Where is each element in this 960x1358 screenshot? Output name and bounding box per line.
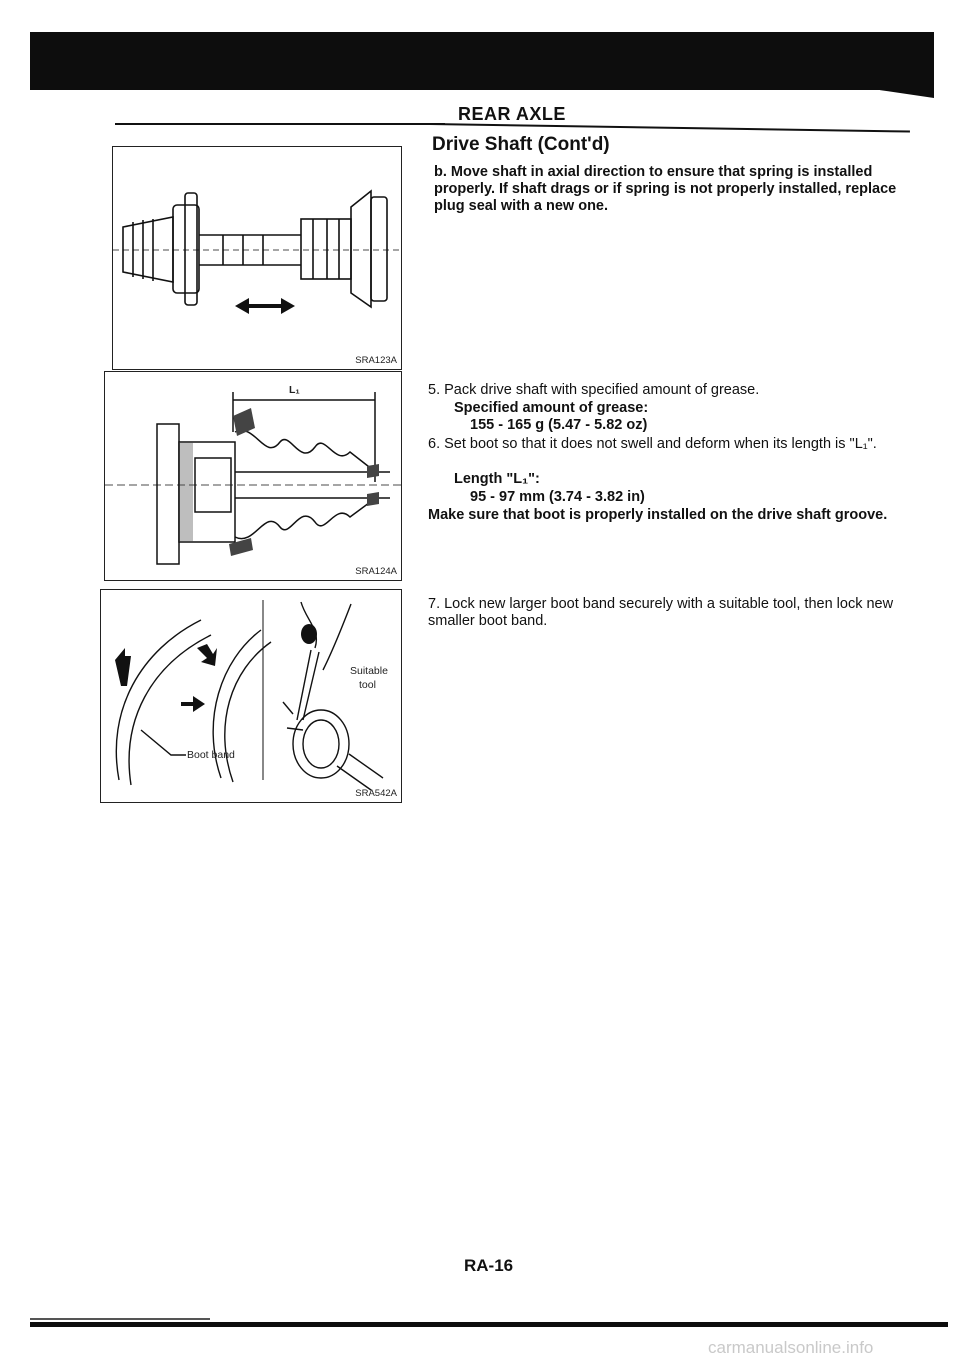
boot-band-label: Boot band bbox=[187, 749, 235, 761]
watermark: carmanualsonline.info bbox=[708, 1338, 874, 1357]
boot-length-diagram bbox=[105, 392, 401, 565]
figure-code: SRA123A bbox=[355, 355, 397, 366]
title-rule-left bbox=[115, 123, 445, 125]
section-title: REAR AXLE bbox=[458, 104, 566, 124]
tool-label-line2: tool bbox=[359, 679, 376, 691]
figure-sra124a: L₁ SRA124A bbox=[104, 371, 402, 581]
step-6-spec-value: 95 - 97 mm (3.74 - 3.82 in) bbox=[470, 489, 645, 505]
figure-code: SRA124A bbox=[355, 566, 397, 577]
step-6: 6. Set boot so that it does not swell an… bbox=[428, 436, 877, 452]
tool-label-line1: Suitable bbox=[350, 665, 388, 677]
footer-bar bbox=[30, 1322, 948, 1327]
footer-rule-thin bbox=[30, 1318, 210, 1320]
header-bar-tail bbox=[880, 32, 934, 98]
step-5: 5. Pack drive shaft with specified amoun… bbox=[428, 382, 760, 398]
header-bar bbox=[30, 32, 934, 90]
figure-sra123a: SRA123A bbox=[112, 146, 402, 370]
step-7: 7. Lock new larger boot band securely wi… bbox=[428, 596, 894, 629]
page-subtitle: Drive Shaft (Cont'd) bbox=[432, 134, 610, 155]
dimension-label: L₁ bbox=[289, 384, 300, 396]
boot-band-diagram bbox=[115, 600, 384, 791]
step-5-spec-value: 155 - 165 g (5.47 - 5.82 oz) bbox=[470, 417, 648, 433]
page-number: RA-16 bbox=[464, 1256, 514, 1275]
figure-code: SRA542A bbox=[355, 788, 397, 799]
shaft-axial-diagram bbox=[113, 189, 401, 314]
step-6-spec-label: Length "L₁": bbox=[454, 471, 540, 487]
step-6-note: Make sure that boot is properly installe… bbox=[428, 507, 888, 523]
step-b: b. Move shaft in axial direction to ensu… bbox=[434, 164, 897, 214]
step-5-spec-label: Specified amount of grease: bbox=[454, 400, 649, 416]
figure-sra542a: Suitable tool Boot band SRA542A bbox=[100, 589, 402, 803]
title-rule-right bbox=[429, 123, 910, 133]
